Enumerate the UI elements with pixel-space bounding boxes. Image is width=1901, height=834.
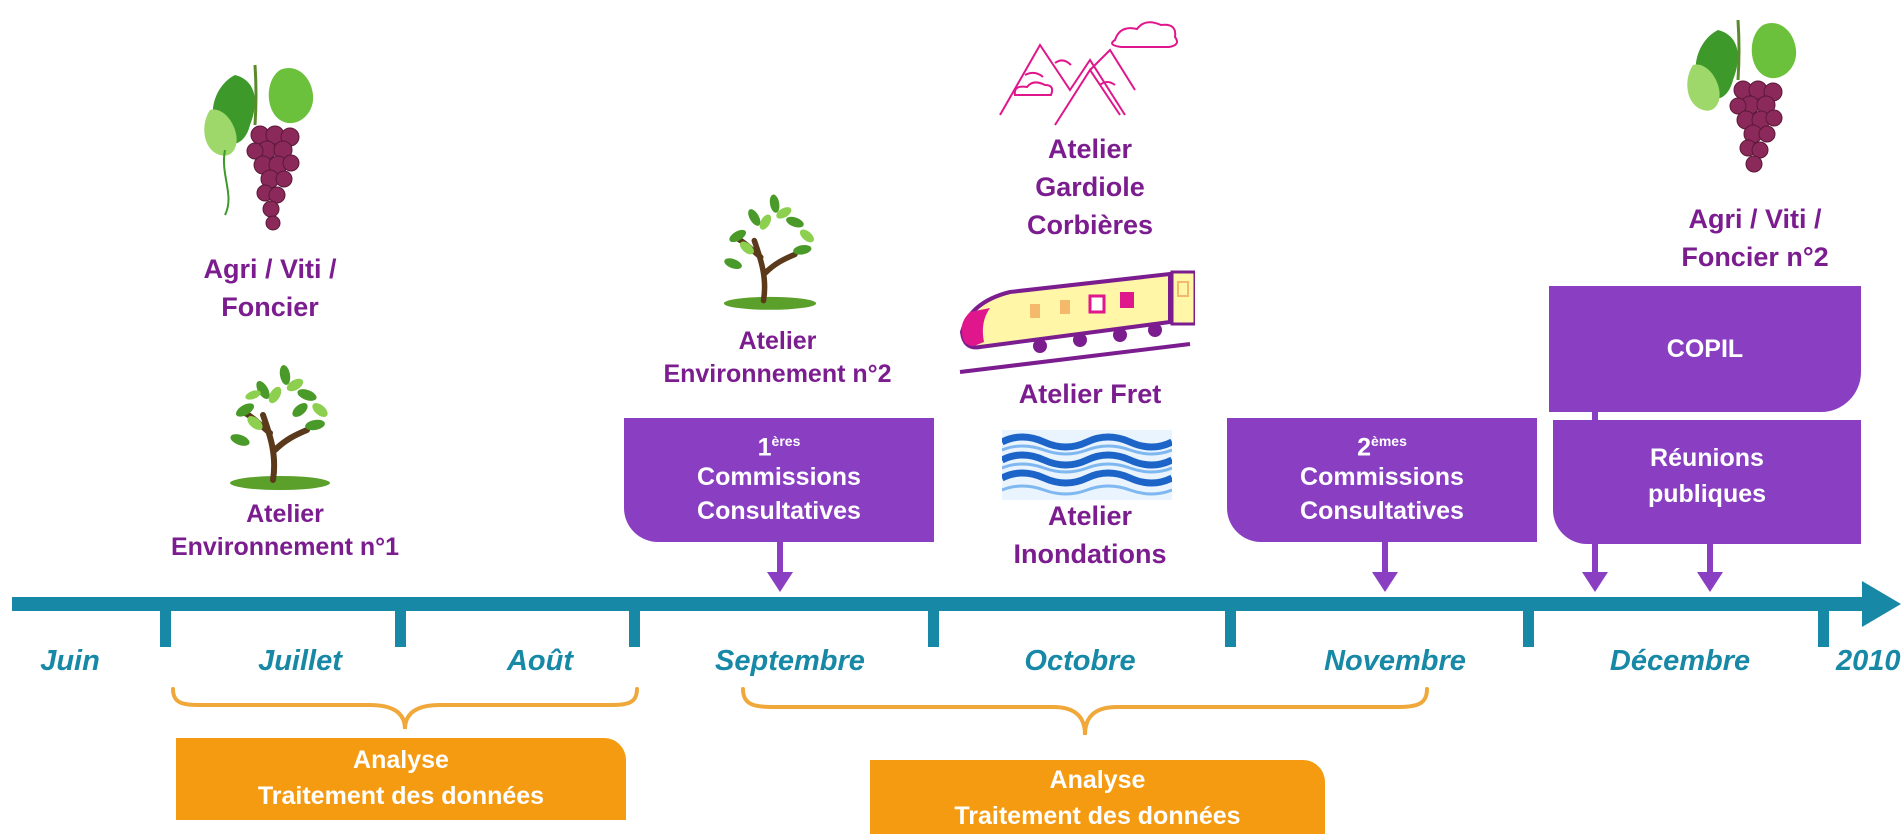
brace-autumn (741, 687, 1429, 736)
commissions-box-2: 2èmes Commissions Consultatives (1227, 418, 1537, 542)
tick-septembre (629, 603, 640, 647)
gardiole-line3: Corbières (1026, 210, 1154, 240)
gardiole-line1: Atelier (1047, 134, 1133, 164)
agri-viti-label-2: Agri / Viti / Foncier n°2 (1630, 200, 1880, 276)
month-septembre: Septembre (715, 645, 865, 677)
gardiole-label: Atelier Gardiole Corbières (980, 130, 1200, 244)
tick-2010 (1818, 603, 1829, 647)
env-label-1: Atelier Environnement n°1 (130, 498, 440, 564)
month-decembre: Décembre (1609, 645, 1751, 677)
tick-juillet (160, 603, 171, 647)
agri-viti-label-2-line1: Agri / Viti / (1688, 204, 1822, 234)
reunions-line1: Réunions (1650, 444, 1764, 472)
arrow-down-icon (767, 542, 793, 592)
analysis-box-2-line2: Traitement des données (954, 802, 1241, 830)
mountain-icon (999, 21, 1178, 126)
month-aout: Août (506, 645, 574, 677)
month-juin: Juin (40, 645, 100, 677)
tree-icon (230, 365, 330, 490)
inondations-line1: Atelier (1047, 501, 1133, 531)
env-label-2-line1: Atelier (738, 327, 817, 355)
fret-label: Atelier Fret (1018, 379, 1162, 409)
analysis-box-2: Analyse Traitement des données (870, 760, 1325, 834)
commissions-box-2-line2: Consultatives (1300, 497, 1464, 526)
month-octobre: Octobre (1024, 645, 1136, 677)
month-novembre: Novembre (1324, 645, 1466, 677)
arrow-down-icon (1697, 542, 1723, 592)
commissions-box-2-line1: Commissions (1300, 463, 1464, 492)
tick-novembre (1225, 603, 1236, 647)
analysis-box-1: Analyse Traitement des données (176, 738, 626, 820)
analysis-box-1-line1: Analyse (353, 746, 449, 774)
timeline-arrow (12, 581, 1901, 647)
env-label-2-line2: Environnement n°2 (663, 360, 892, 388)
tick-octobre (928, 603, 939, 647)
commissions-box-2-num: 2èmes (1357, 433, 1407, 462)
copil-box: COPIL (1549, 286, 1861, 412)
commissions-box-1-line2: Consultatives (697, 497, 861, 526)
arrow-down-icon (1582, 410, 1608, 592)
month-2010: 2010 (1836, 645, 1901, 677)
commissions-box-1: 1ères Commissions Consultatives (624, 418, 934, 542)
agri-viti-label-1: Agri / Viti / Foncier (160, 250, 380, 326)
water-icon (1002, 430, 1172, 500)
train-icon (959, 270, 1195, 374)
month-juillet: Juillet (258, 645, 342, 677)
commissions-box-1-line1: Commissions (697, 463, 861, 492)
analysis-box-1-line2: Traitement des données (257, 782, 545, 810)
agri-viti-label-2-line2: Foncier n°2 (1681, 242, 1829, 272)
tick-decembre (1523, 603, 1534, 647)
arrow-down-icon (1372, 542, 1398, 592)
grape-icon (1687, 19, 1797, 173)
copil-label: COPIL (1666, 335, 1744, 363)
analysis-box-2-line1: Analyse (1049, 766, 1146, 794)
tree-icon (723, 194, 817, 310)
reunions-box: Réunions publiques (1553, 420, 1861, 544)
inondations-line2: Inondations (1013, 539, 1167, 569)
env-label-2: Atelier Environnement n°2 (620, 325, 935, 391)
commissions-box-1-num: 1ères (757, 433, 801, 462)
env-label-1-line1: Atelier (246, 500, 324, 528)
agri-viti-label-1-line1: Agri / Viti / (203, 254, 337, 284)
tick-aout (395, 603, 406, 647)
grape-icon (204, 64, 314, 231)
inondations-label: Atelier Inondations (975, 497, 1205, 573)
brace-summer (171, 687, 639, 730)
agri-viti-label-1-line2: Foncier (221, 292, 319, 322)
gardiole-line2: Gardiole (1035, 172, 1145, 202)
env-label-1-line2: Environnement n°1 (170, 533, 400, 561)
reunions-line2: publiques (1647, 480, 1767, 508)
